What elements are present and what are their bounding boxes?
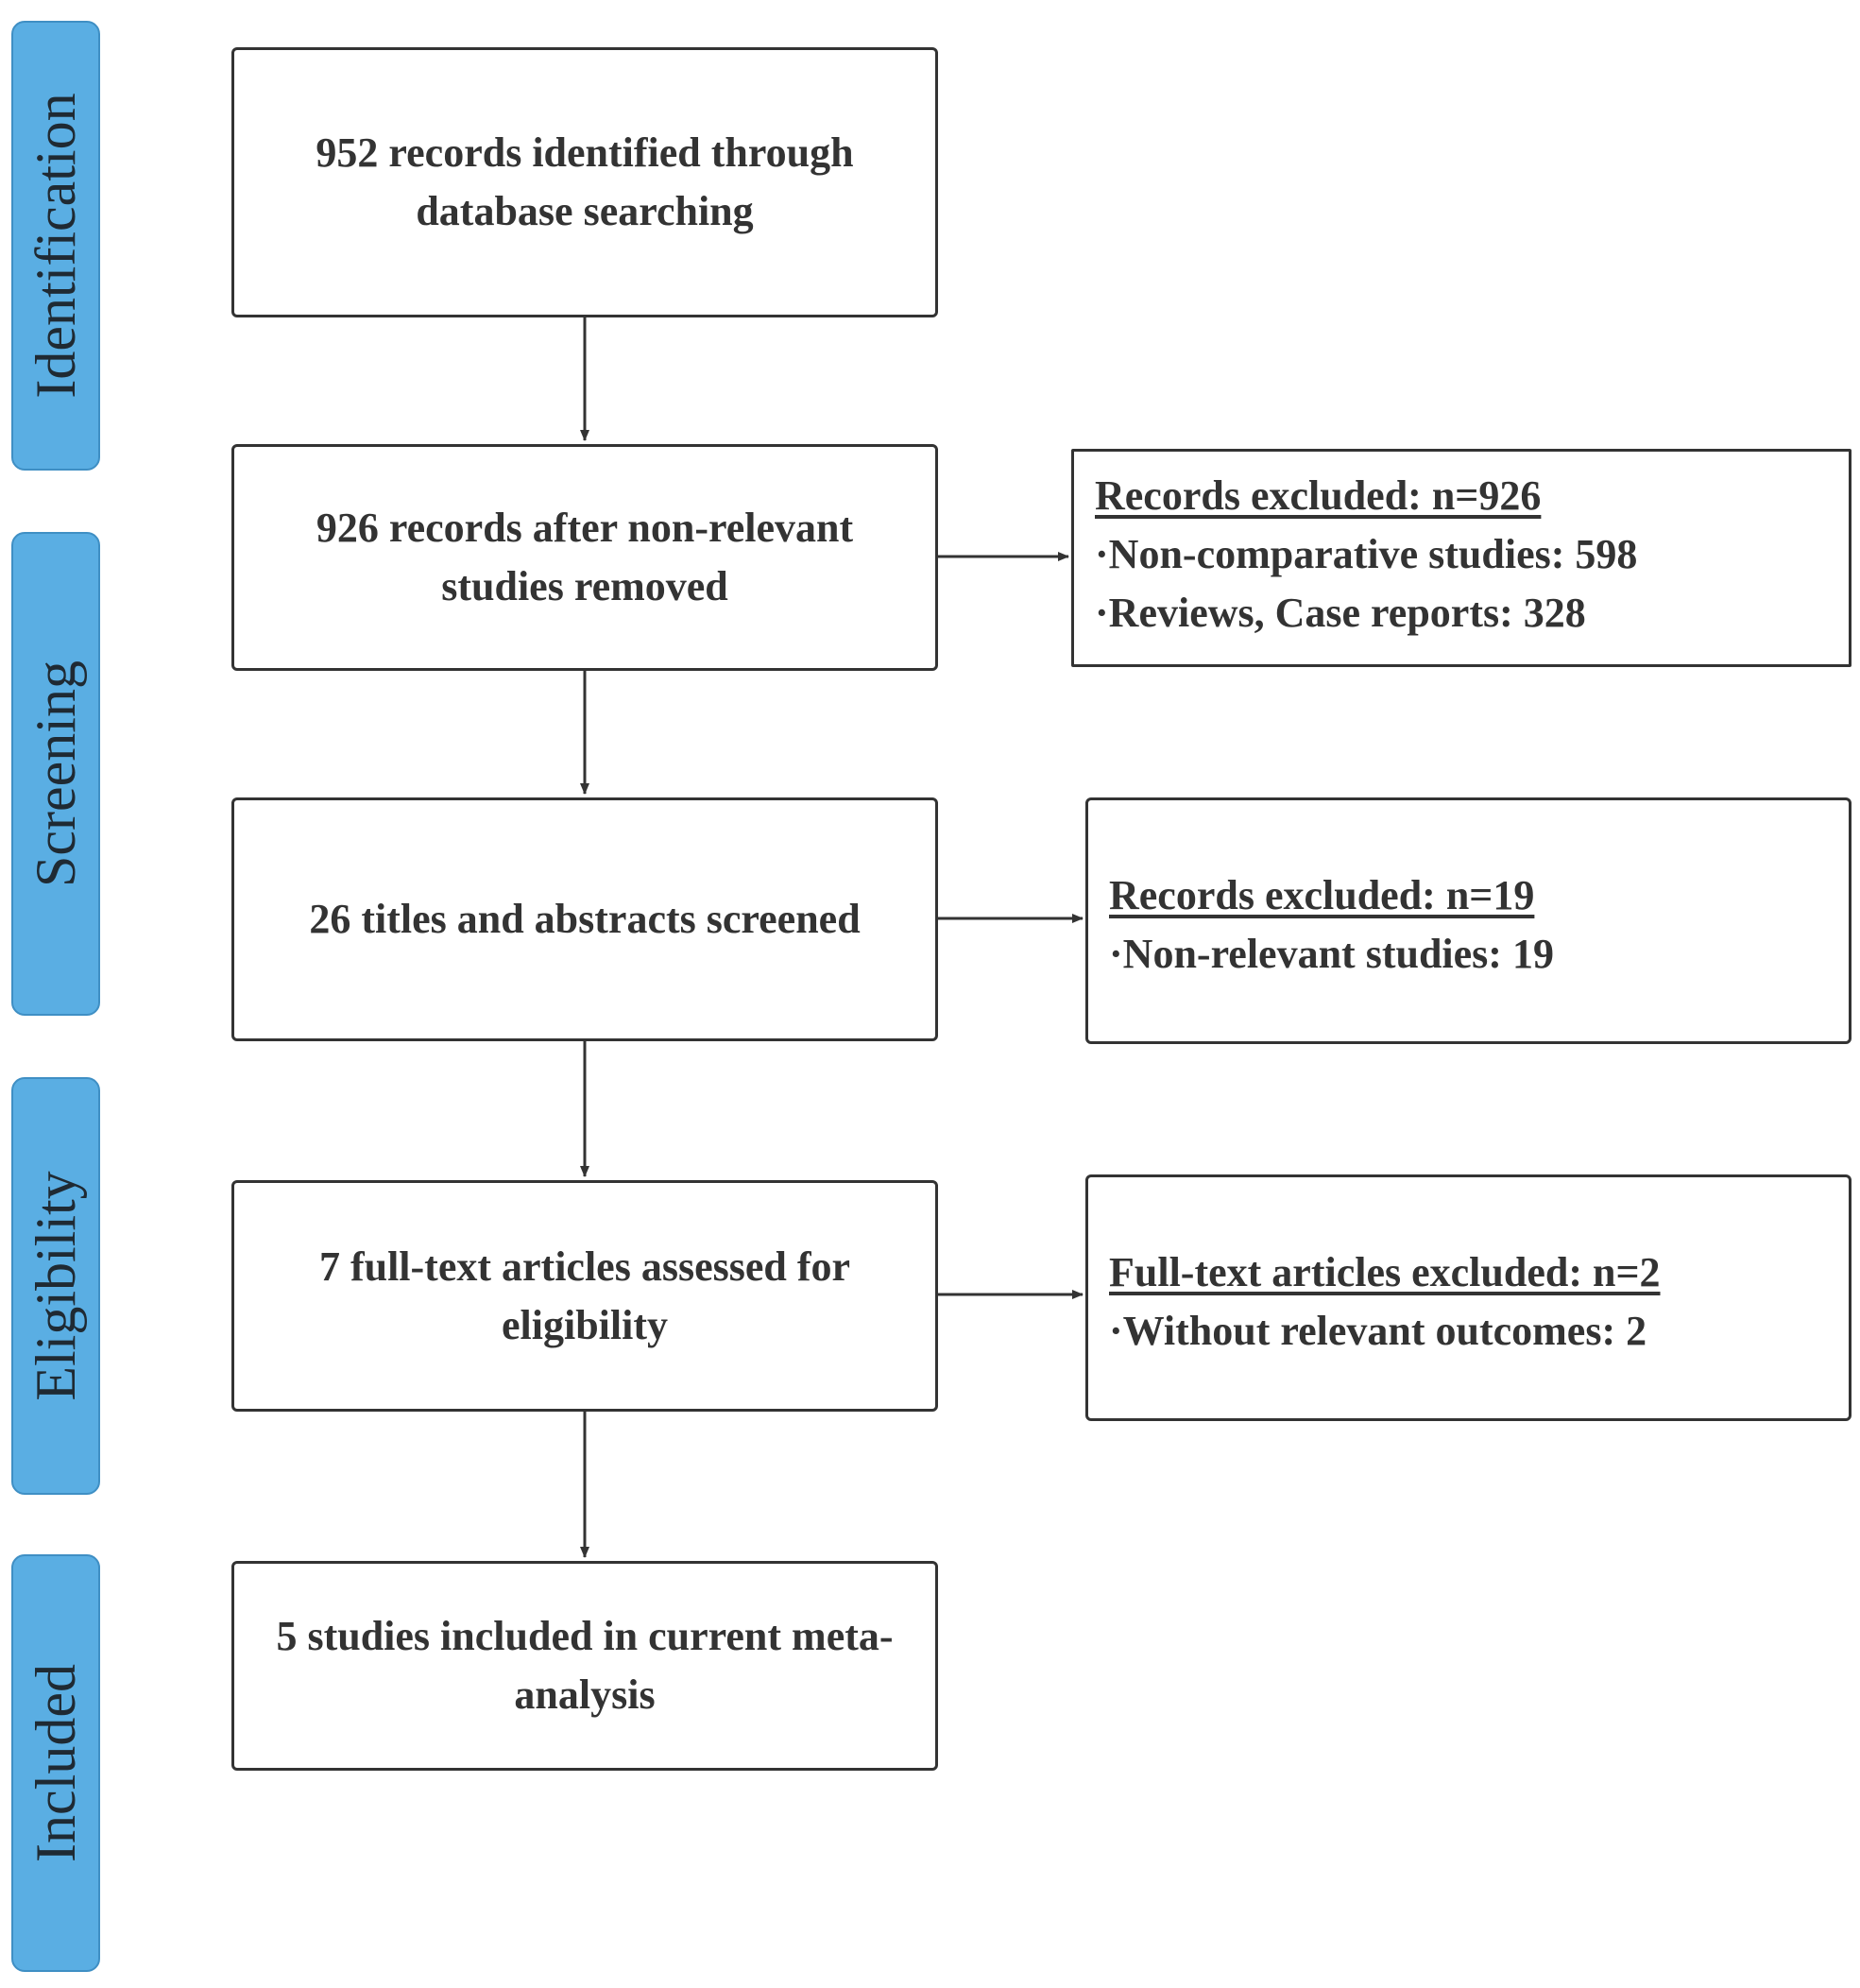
exclusion-heading: Records excluded: n=19 bbox=[1109, 872, 1535, 918]
exclusion-box-records-19: Records excluded: n=19 ·Non-relevant stu… bbox=[1085, 797, 1851, 1044]
exclusion-item: ·Non-comparative studies: 598 bbox=[1095, 531, 1638, 577]
main-box-text: 5 studies included in current meta-analy… bbox=[276, 1613, 894, 1718]
main-box-text: 926 records after non-relevant studies r… bbox=[316, 505, 854, 609]
phase-eligibility: Eligibility bbox=[11, 1077, 100, 1495]
main-box-text: 7 full-text articles assessed for eligib… bbox=[318, 1242, 851, 1348]
main-box-text: 26 titles and abstracts screened bbox=[309, 896, 861, 942]
exclusion-box-fulltext-2: Full-text articles excluded: n=2 ·Withou… bbox=[1085, 1174, 1851, 1421]
exclusion-heading: Records excluded: n=926 bbox=[1095, 472, 1542, 519]
exclusion-item: ·Reviews, Case reports: 328 bbox=[1095, 590, 1586, 636]
phase-identification: Identification bbox=[11, 21, 100, 471]
main-box-text: 952 records identified through database … bbox=[316, 129, 854, 234]
exclusion-item: ·Non-relevant studies: 19 bbox=[1109, 931, 1554, 977]
phase-included: Included bbox=[11, 1554, 100, 1972]
main-box-included: 5 studies included in current meta-analy… bbox=[231, 1561, 938, 1771]
main-box-screened: 26 titles and abstracts screened bbox=[231, 797, 938, 1041]
main-box-identified: 952 records identified through database … bbox=[231, 47, 938, 317]
exclusion-heading: Full-text articles excluded: n=2 bbox=[1109, 1249, 1661, 1295]
exclusion-item: ·Without relevant outcomes: 2 bbox=[1109, 1308, 1647, 1354]
exclusion-box-records-926: Records excluded: n=926 ·Non-comparative… bbox=[1071, 449, 1851, 667]
phase-screening: Screening bbox=[11, 532, 100, 1016]
main-box-eligibility: 7 full-text articles assessed for eligib… bbox=[231, 1180, 938, 1412]
main-box-after-removal: 926 records after non-relevant studies r… bbox=[231, 444, 938, 671]
